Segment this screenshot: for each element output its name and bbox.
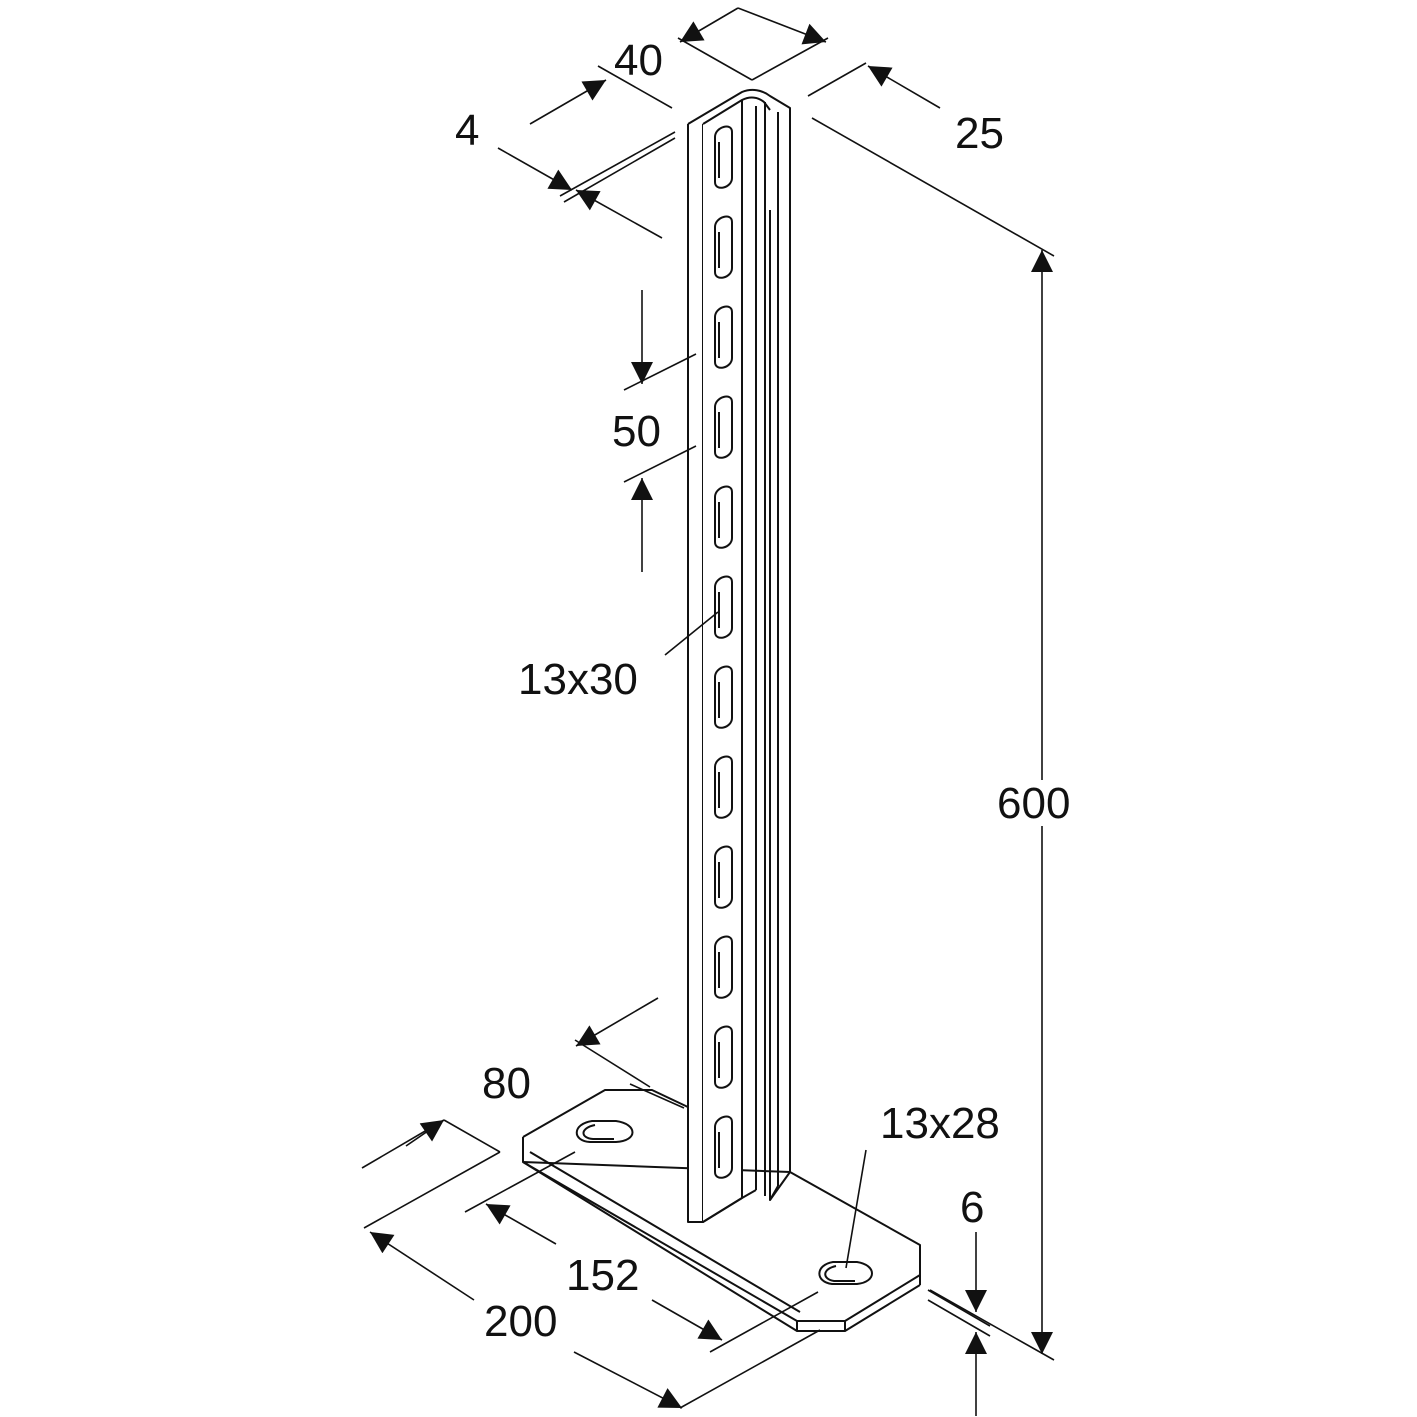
dim-40-ext-left — [677, 37, 753, 81]
label-base-hole-spacing: 152 — [566, 1251, 639, 1300]
label-hole-pitch: 50 — [612, 407, 661, 456]
dim-4-arrow-top — [529, 79, 607, 125]
dim-152-arrow-right — [651, 1299, 723, 1341]
dim-40-arrow-left — [679, 7, 739, 43]
label-base-slot-size: 13x28 — [880, 1099, 1000, 1148]
dim-80-arrow — [575, 997, 659, 1047]
base-slot-leader — [845, 1149, 867, 1269]
label-height: 600 — [997, 779, 1070, 828]
c-profile-column — [687, 88, 791, 1223]
base-slot-left — [575, 1120, 634, 1143]
label-wall-thickness: 4 — [455, 106, 479, 155]
dimension-lines — [361, 7, 1055, 1416]
column-slots — [714, 125, 733, 1179]
dim-200-arrow-right — [573, 1351, 683, 1409]
dim-200-arrow-left — [369, 1231, 475, 1301]
dim-4-arrow-mid — [497, 147, 573, 191]
dim-top-ext — [361, 1119, 445, 1169]
dim-25-arrow — [867, 65, 941, 109]
label-slot-size: 13x30 — [518, 655, 638, 704]
label-base-length: 200 — [484, 1297, 557, 1346]
label-base-thickness: 6 — [960, 1183, 984, 1232]
dim-152-arrow-left — [485, 1203, 557, 1245]
slot-leader — [664, 611, 719, 656]
dim-40-arrow-right — [737, 7, 827, 45]
label-profile-width: 40 — [614, 36, 663, 85]
dim-4-arrow-bot — [575, 189, 663, 239]
label-profile-depth: 25 — [955, 109, 1004, 158]
base-slot-right — [818, 1261, 873, 1285]
label-flange-offset: 80 — [482, 1059, 531, 1108]
dim-40-ext-right — [751, 37, 829, 81]
dimension-labels: 40 25 4 50 13x30 600 80 13x28 6 152 200 — [455, 36, 1070, 1346]
dim-top-arrow — [405, 1119, 445, 1147]
